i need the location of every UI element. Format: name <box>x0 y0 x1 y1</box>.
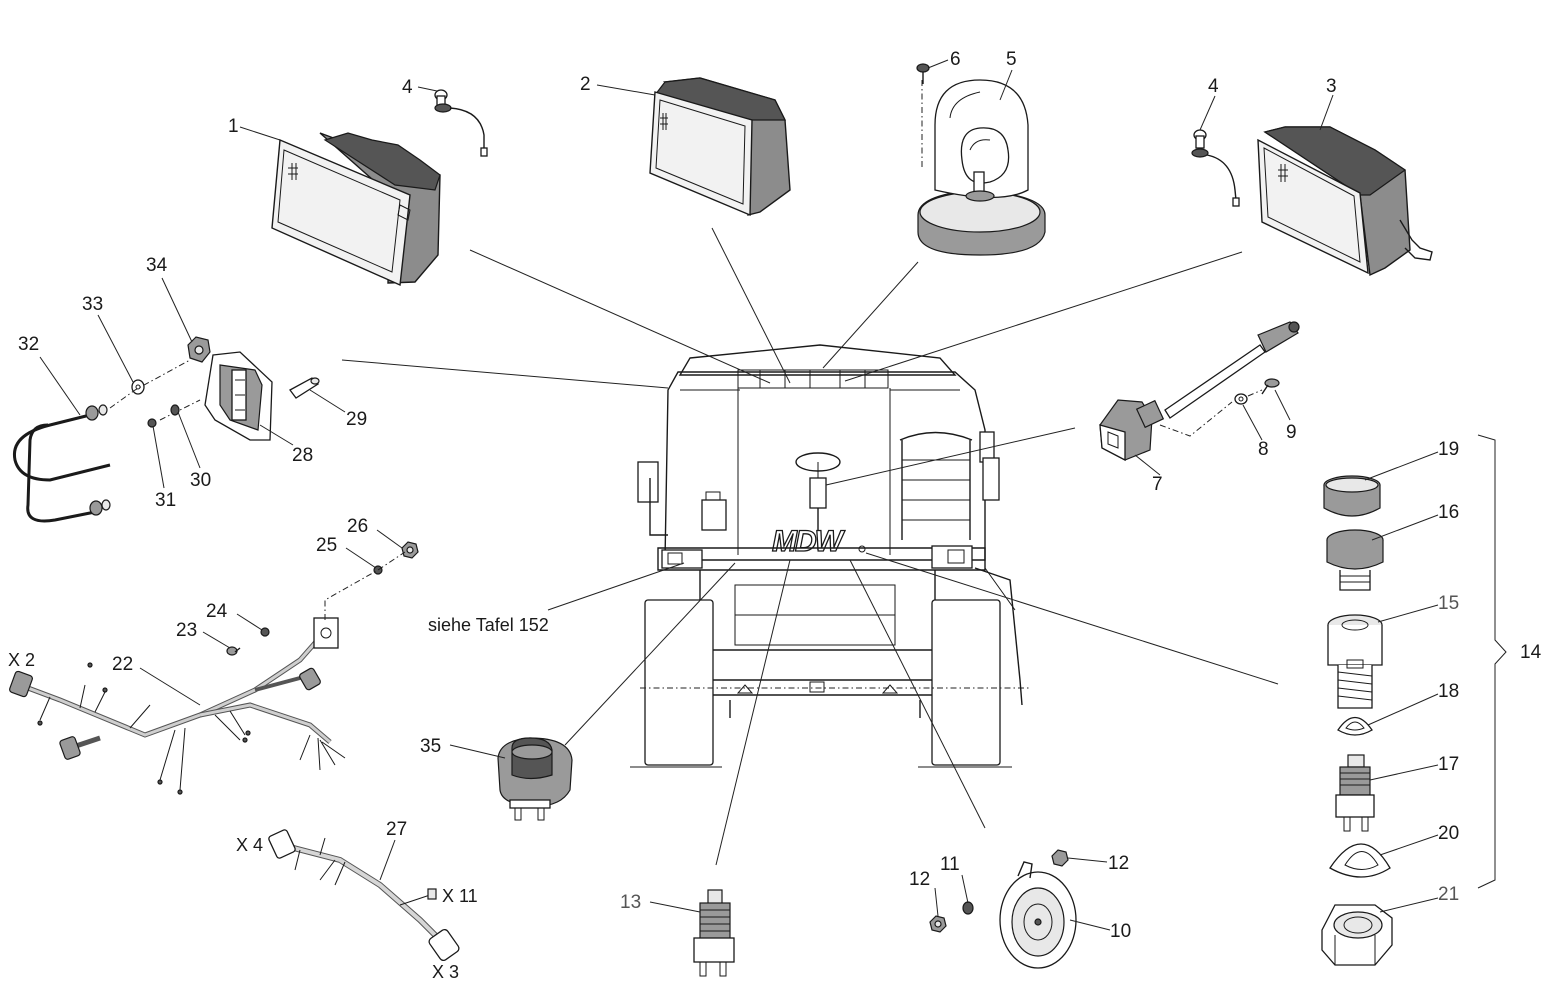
callout-29: 29 <box>346 409 367 430</box>
switch-assembly-line <box>1159 389 1263 437</box>
light-switch-with-rod <box>1099 321 1300 462</box>
nut-26 <box>401 541 419 559</box>
callout-19: 19 <box>1438 439 1459 460</box>
callout-33: 33 <box>82 294 103 315</box>
callout-20: 20 <box>1438 823 1459 844</box>
callout-4-left: 4 <box>402 77 413 98</box>
callout-17: 17 <box>1438 754 1459 775</box>
callout-5: 5 <box>1006 49 1017 70</box>
connector-x11: X 11 <box>442 886 478 906</box>
washer-30 <box>170 404 180 416</box>
machine-logo: MDW <box>772 525 846 558</box>
callout-11: 11 <box>940 854 960 875</box>
callout-6: 6 <box>950 49 961 70</box>
callout-13: 13 <box>620 892 641 913</box>
reference-note: siehe Tafel 152 <box>428 615 549 635</box>
callout-28: 28 <box>292 445 313 466</box>
callout-24: 24 <box>206 601 228 622</box>
connector-x4: X 4 <box>236 835 263 855</box>
pressure-switch-13 <box>693 889 735 977</box>
u-bolt-bracket-32 <box>12 404 111 523</box>
work-lamp-right <box>1257 126 1433 277</box>
wiring-harness-27 <box>268 829 460 962</box>
bulb-with-wire-right <box>1191 129 1240 207</box>
screw-small <box>916 63 930 84</box>
nut-12-left <box>929 915 947 933</box>
switch-17 <box>1335 754 1375 832</box>
horn <box>999 861 1077 969</box>
connector-labels: X 2 X 4 X 11 X 3 <box>8 650 478 982</box>
screw-23 <box>226 646 241 656</box>
callout-7: 7 <box>1152 474 1163 495</box>
callout-16: 16 <box>1438 502 1459 523</box>
combine-harvester-rear-view: MDW <box>630 344 1030 768</box>
bulb-29 <box>289 377 320 399</box>
bulb-with-wire-left <box>434 89 488 157</box>
callout-32: 32 <box>18 334 39 355</box>
screw-31 <box>147 418 157 428</box>
washer-24 <box>260 627 270 637</box>
harness-mount-line <box>324 551 406 620</box>
lock-washer-18 <box>1337 716 1373 736</box>
nut-11 <box>962 901 974 915</box>
callout-1: 1 <box>228 116 239 137</box>
nut-12-top <box>1051 849 1069 867</box>
callout-18: 18 <box>1438 681 1459 702</box>
leader-lines <box>341 227 1279 866</box>
callout-8: 8 <box>1258 439 1269 460</box>
callout-12-right: 12 <box>1108 853 1129 874</box>
callout-30: 30 <box>190 470 211 491</box>
washer-8 <box>1234 393 1248 405</box>
switch-assembly-stack <box>1321 434 1507 966</box>
work-lamp-left <box>271 132 441 287</box>
nut-34 <box>187 336 211 363</box>
hex-nut-21 <box>1321 904 1393 966</box>
callout-34: 34 <box>146 255 168 276</box>
callout-15: 15 <box>1438 593 1459 614</box>
callout-25: 25 <box>316 535 337 556</box>
callout-27: 27 <box>386 819 407 840</box>
callout-numbers: 1 2 3 4 4 5 6 7 8 9 10 11 12 12 13 14 15… <box>18 49 1542 942</box>
bracket-assembly-line <box>109 359 201 421</box>
rubber-cap-19 <box>1323 475 1381 517</box>
cap-insert-16 <box>1326 529 1384 591</box>
callout-22: 22 <box>112 654 133 675</box>
callout-31: 31 <box>155 490 176 511</box>
callout-14: 14 <box>1520 642 1542 663</box>
connector-x3: X 3 <box>432 962 459 982</box>
callout-2: 2 <box>580 74 591 95</box>
wiring-harness-22 <box>9 617 346 795</box>
threaded-housing-15 <box>1327 614 1383 709</box>
callout-3: 3 <box>1326 76 1337 97</box>
callout-4-right: 4 <box>1208 76 1219 97</box>
lock-washer-20 <box>1329 843 1391 878</box>
light-housing-28 <box>204 351 273 441</box>
label-leaders <box>39 59 1439 931</box>
callout-23: 23 <box>176 620 197 641</box>
callout-9: 9 <box>1286 422 1297 443</box>
callout-26: 26 <box>347 516 368 537</box>
screw-9 <box>1261 378 1280 395</box>
work-lamp-center <box>649 77 791 217</box>
callout-12-left: 12 <box>909 869 930 890</box>
callout-10: 10 <box>1110 921 1131 942</box>
rotating-beacon <box>917 79 1046 256</box>
connector-x2: X 2 <box>8 650 35 670</box>
callout-21: 21 <box>1438 884 1459 905</box>
push-button-35 <box>497 737 573 821</box>
washer-33 <box>131 379 145 395</box>
callout-35: 35 <box>420 736 441 757</box>
